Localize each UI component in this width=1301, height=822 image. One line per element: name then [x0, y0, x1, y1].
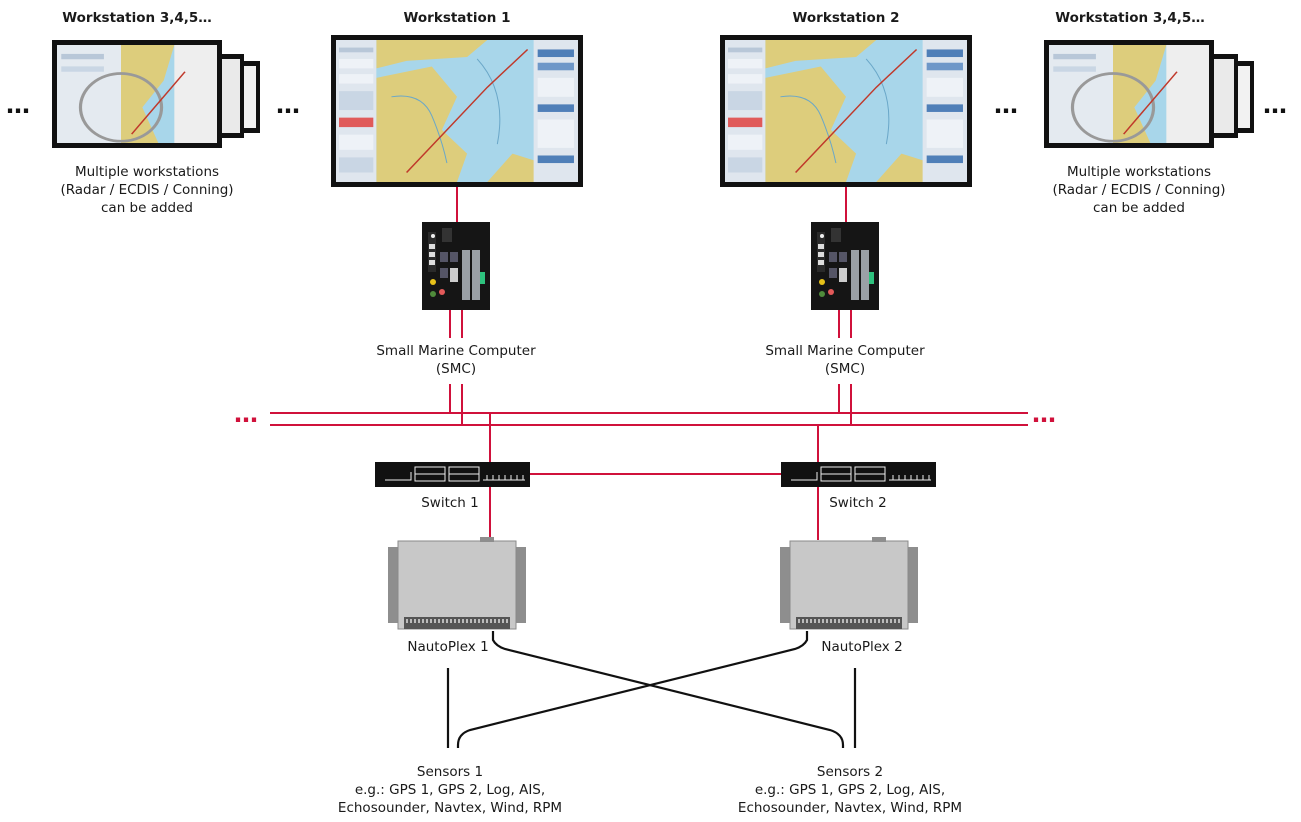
- workstation-stack-right: [1044, 40, 1254, 148]
- smc-1: [422, 222, 490, 310]
- nautoplex-2: [780, 536, 920, 631]
- workstation-right-title: Workstation 3,4,5…: [1055, 10, 1205, 26]
- switch-2: [781, 462, 936, 487]
- nautoplex-2-label: NautoPlex 2: [821, 639, 903, 655]
- sensor-cables: [446, 631, 857, 748]
- cable-np2-sensors1: [456, 631, 809, 748]
- ellipsis-right: …: [1263, 91, 1288, 119]
- workstation-2-title: Workstation 2: [792, 10, 900, 26]
- sensors-2-label: Sensors 2 e.g.: GPS 1, GPS 2, Log, AIS, …: [737, 764, 963, 816]
- switch-2-label: Switch 2: [829, 495, 887, 511]
- switch-1-label: Switch 1: [421, 495, 479, 511]
- cable-np1-sensors2: [491, 631, 845, 748]
- smc-2: [811, 222, 879, 310]
- multi-workstation-note-left: Multiple workstations (Radar / ECDIS / C…: [60, 164, 234, 216]
- network-lines: [270, 187, 1028, 540]
- multi-workstation-note-right: Multiple workstations (Radar / ECDIS / C…: [1052, 164, 1226, 216]
- workstation-2-monitor: [720, 35, 972, 187]
- bus-ellipsis-right: …: [1032, 400, 1057, 428]
- nautoplex-1: [388, 536, 528, 631]
- ellipsis-left: …: [6, 91, 31, 119]
- sensors-1-label: Sensors 1 e.g.: GPS 1, GPS 2, Log, AIS, …: [337, 764, 563, 816]
- workstation-left-title: Workstation 3,4,5…: [62, 10, 212, 26]
- workstation-stack-left: [52, 40, 260, 148]
- workstation-1-monitor: [331, 35, 583, 187]
- ellipsis-left-inner: …: [276, 91, 301, 119]
- workstation-1-title: Workstation 1: [403, 10, 511, 26]
- smc-2-label: Small Marine Computer (SMC): [765, 343, 925, 377]
- nautoplex-1-label: NautoPlex 1: [407, 639, 489, 655]
- switch-1: [375, 462, 530, 487]
- bus-ellipsis-left: …: [234, 400, 259, 428]
- smc-1-label: Small Marine Computer (SMC): [376, 343, 536, 377]
- ellipsis-right-inner: …: [994, 91, 1019, 119]
